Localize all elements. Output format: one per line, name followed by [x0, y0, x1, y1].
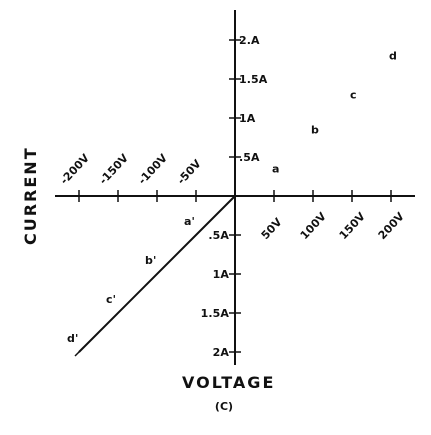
x-tick-label-negative: -150V	[97, 151, 132, 187]
negative-series-point-mark	[191, 230, 201, 240]
x-tick-label-positive: 200V	[376, 210, 408, 242]
negative-series-point-mark	[74, 347, 84, 357]
x-tick-label-negative: -50V	[175, 157, 204, 187]
x-tick-label-negative: -100V	[136, 151, 171, 187]
negative-series-point-label: c'	[106, 293, 116, 306]
figure-caption: (C)	[215, 400, 233, 413]
positive-series-point-label: c	[350, 89, 357, 102]
x-tick-label-positive: 100V	[298, 210, 330, 242]
x-tick-label-positive: 50V	[259, 215, 285, 242]
negative-series-point-label: a'	[184, 215, 195, 228]
x-tick-label-negative: -200V	[58, 151, 93, 187]
y-tick-label-positive: 1.5A	[239, 73, 268, 86]
y-axis-label: CURRENT	[21, 146, 40, 245]
negative-series-point-mark	[113, 308, 123, 318]
y-tick-label-negative: 2A	[213, 346, 230, 359]
x-tick-label-positive: 150V	[337, 210, 369, 242]
negative-series-point-label: d'	[67, 332, 78, 345]
y-tick-label-positive: 2.A	[239, 34, 260, 47]
y-tick-label-positive: .5A	[239, 151, 260, 164]
negative-series-point-mark	[152, 269, 162, 279]
x-axis-label: VOLTAGE	[182, 373, 275, 392]
negative-series-point-label: b'	[145, 254, 156, 267]
y-tick-label-positive: 1A	[239, 112, 256, 125]
y-tick-label-negative: .5A	[208, 229, 229, 242]
positive-series-point-label: a	[272, 163, 280, 176]
positive-series-point-label: b	[311, 124, 319, 137]
positive-series-point-label: d	[389, 50, 397, 63]
y-tick-label-negative: 1.5A	[201, 307, 230, 320]
y-tick-label-negative: 1A	[213, 268, 230, 281]
